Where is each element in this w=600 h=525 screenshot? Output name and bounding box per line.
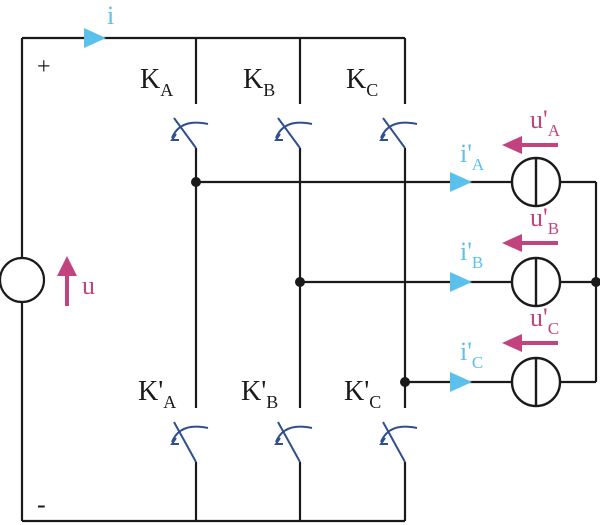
plus-label: +: [37, 54, 51, 80]
switch-kb: [274, 117, 313, 149]
switch-kb-prime: [274, 421, 313, 463]
current-source-a: [510, 156, 562, 208]
dc-current-label: i: [107, 1, 114, 30]
phase-c-current-arrow: [450, 372, 472, 392]
phase-c-voltage-label: u'C: [530, 303, 559, 338]
switch-kc-prime: [379, 421, 418, 463]
phase-a-current-label: i'A: [460, 139, 485, 174]
switch-label-kc: KC: [346, 64, 378, 100]
current-source-c: [510, 356, 562, 408]
dc-voltage-label: u: [82, 271, 95, 300]
phase-a-voltage-arrow: [502, 136, 558, 154]
switch-ka: [170, 117, 209, 149]
switch-label-ka: KA: [140, 64, 173, 100]
dc-voltage-arrow: [57, 256, 77, 306]
switch-kc: [379, 117, 418, 149]
switch-label-kb-prime: K'B: [241, 376, 278, 412]
phase-a-current-arrow: [450, 172, 472, 192]
phase-c-voltage-arrow: [502, 334, 558, 352]
minus-label: -: [37, 490, 46, 519]
phase-b-current-label: i'B: [460, 237, 483, 272]
junction-a: [191, 177, 201, 187]
current-source-b: [510, 256, 562, 308]
junction-neutral: [591, 277, 600, 287]
switch-label-kb: KB: [243, 64, 275, 100]
switch-ka-prime: [170, 421, 209, 463]
phase-a-voltage-label: u'A: [530, 105, 561, 140]
dc-bus: [20, 36, 405, 523]
phase-c-current-label: i'C: [460, 337, 483, 372]
phase-b-voltage-label: u'B: [530, 203, 559, 238]
switch-label-kc-prime: K'C: [344, 376, 381, 412]
dc-current-arrow: [84, 28, 106, 48]
switch-label-ka-prime: K'A: [138, 376, 176, 412]
phase-b-voltage-arrow: [502, 234, 558, 252]
phase-b-current-arrow: [450, 272, 472, 292]
junction-b: [295, 277, 305, 287]
dc-source: [0, 256, 46, 304]
junction-c: [400, 377, 410, 387]
